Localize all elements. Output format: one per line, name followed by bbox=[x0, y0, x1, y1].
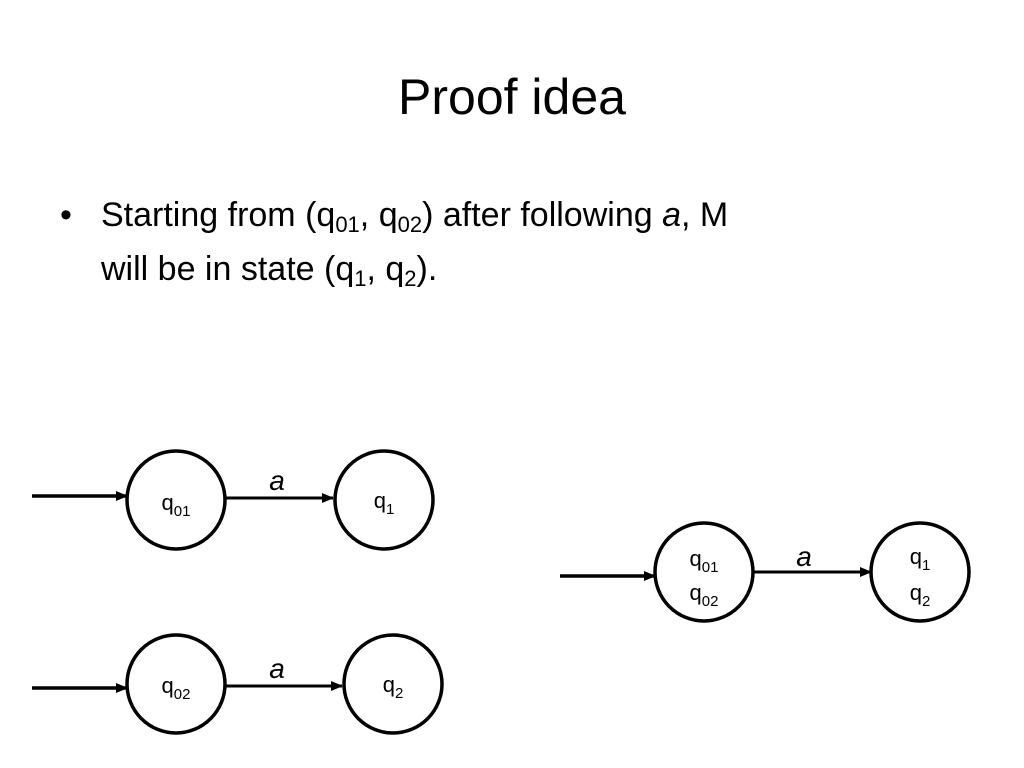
transition-label: a bbox=[269, 465, 285, 496]
subscript: 2 bbox=[404, 266, 417, 291]
state-label-q2: q2 bbox=[383, 672, 404, 702]
product-machine: q01 q02 a q1 q2 bbox=[560, 521, 971, 623]
text-segment: , q bbox=[366, 250, 405, 288]
text-segment: ). bbox=[416, 250, 438, 288]
bullet-text: Starting from (q01, q02) after following… bbox=[101, 188, 960, 296]
transition-label: a bbox=[796, 541, 812, 572]
text-segment: , q bbox=[359, 196, 398, 234]
state-label-q02: q02 bbox=[690, 580, 719, 610]
state-node-q1 bbox=[333, 449, 435, 551]
state-label-q01: q01 bbox=[690, 546, 719, 576]
subscript: 02 bbox=[397, 212, 423, 237]
subscript: 01 bbox=[335, 212, 360, 237]
machine-1: q01 a q1 bbox=[32, 449, 435, 551]
state-node-q1-q2 bbox=[869, 521, 971, 623]
bullet-line-1: Starting from (q01, q02) after following… bbox=[101, 188, 960, 242]
bullet-point: • Starting from (q01, q02) after followi… bbox=[60, 188, 960, 296]
subscript: 1 bbox=[354, 266, 367, 291]
state-label-q2: q2 bbox=[910, 580, 931, 610]
text-segment: , M bbox=[681, 196, 729, 234]
state-node-q2 bbox=[342, 633, 444, 735]
text-segment: will be in state (q bbox=[101, 250, 355, 288]
bullet-marker: • bbox=[60, 196, 72, 234]
state-label-q02: q02 bbox=[162, 673, 191, 703]
state-node-q02 bbox=[125, 633, 227, 735]
text-segment: ) after following bbox=[422, 196, 663, 234]
slide-title: Proof idea bbox=[398, 69, 626, 125]
transition-label: a bbox=[269, 653, 285, 684]
text-segment: Starting from (q bbox=[101, 196, 336, 234]
state-node-q01 bbox=[125, 449, 227, 551]
state-label-q1: q1 bbox=[374, 488, 395, 518]
state-label-q01: q01 bbox=[162, 490, 191, 520]
machine-2: q02 a q2 bbox=[32, 633, 444, 735]
bullet-line-2: will be in state (q1, q2). bbox=[101, 242, 960, 296]
state-label-q1: q1 bbox=[910, 544, 931, 574]
symbol-a: a bbox=[662, 196, 682, 234]
